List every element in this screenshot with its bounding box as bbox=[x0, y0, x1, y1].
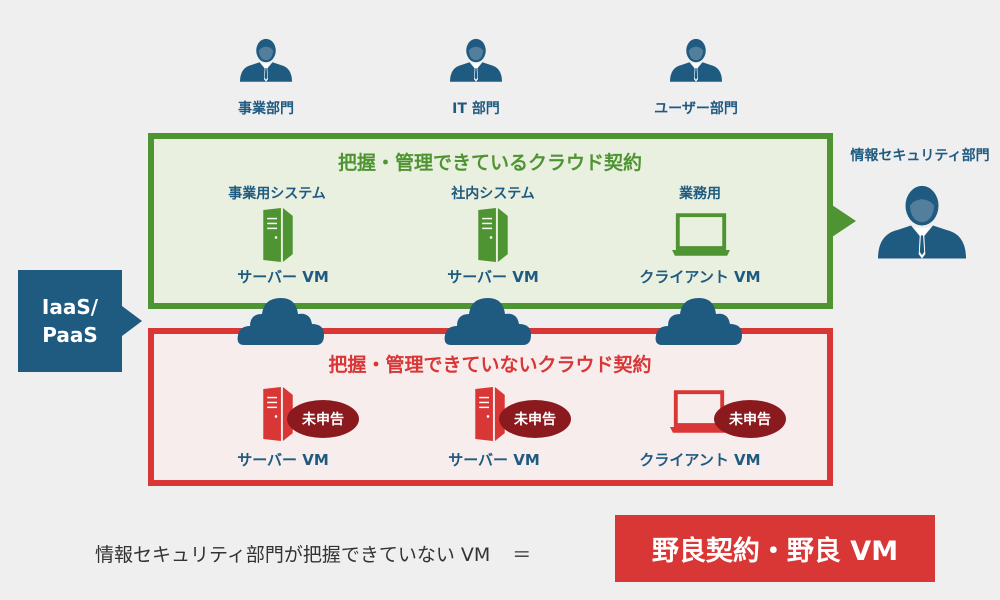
vm-label: サーバー VM bbox=[447, 268, 539, 286]
iaas-line1: IaaS/ bbox=[41, 295, 99, 319]
rogue-vm-result: 野良契約・野良 VM bbox=[615, 515, 935, 582]
arrow-right-icon bbox=[122, 306, 142, 336]
user-it-icon bbox=[450, 28, 502, 90]
equals-sign: ＝ bbox=[512, 544, 532, 566]
vm-label: サーバー VM bbox=[237, 451, 329, 469]
server-icon bbox=[262, 208, 294, 262]
equation-left: 情報セキュリティ部門が把握できていない VM bbox=[95, 544, 491, 566]
undeclared-badge: 未申告 bbox=[714, 400, 786, 438]
category-label: 業務用 bbox=[679, 186, 721, 202]
vm-label: サーバー VM bbox=[448, 451, 540, 469]
user-label: 事業部門 bbox=[238, 101, 294, 117]
vm-label: クライアント VM bbox=[639, 268, 761, 286]
vm-label: クライアント VM bbox=[639, 451, 761, 469]
user-business-icon bbox=[240, 28, 292, 90]
iaas-paas-box: IaaS/PaaS bbox=[18, 270, 122, 372]
cloud-icon bbox=[236, 290, 326, 345]
security-label: 情報セキュリティ部門 bbox=[850, 148, 990, 164]
user-label: ユーザー部門 bbox=[654, 101, 738, 117]
managed-title: 把握・管理できているクラウド契約 bbox=[337, 152, 643, 174]
security-person-icon bbox=[878, 172, 966, 268]
undeclared-badge: 未申告 bbox=[499, 400, 571, 438]
laptop-icon bbox=[672, 213, 730, 257]
arrow-right-icon bbox=[832, 205, 856, 237]
user-label: IT 部門 bbox=[452, 101, 500, 117]
server-icon bbox=[477, 208, 509, 262]
equation-text: 情報セキュリティ部門が把握できていない VM ＝ bbox=[95, 540, 531, 567]
cloud-icon bbox=[443, 290, 533, 345]
user-end-user-icon bbox=[670, 28, 722, 90]
category-label: 社内システム bbox=[451, 186, 535, 202]
iaas-line2: PaaS bbox=[42, 323, 98, 347]
cloud-icon bbox=[654, 290, 744, 345]
undeclared-badge: 未申告 bbox=[287, 400, 359, 438]
category-label: 事業用システム bbox=[228, 186, 326, 202]
vm-label: サーバー VM bbox=[237, 268, 329, 286]
unmanaged-title: 把握・管理できていないクラウド契約 bbox=[328, 354, 652, 376]
